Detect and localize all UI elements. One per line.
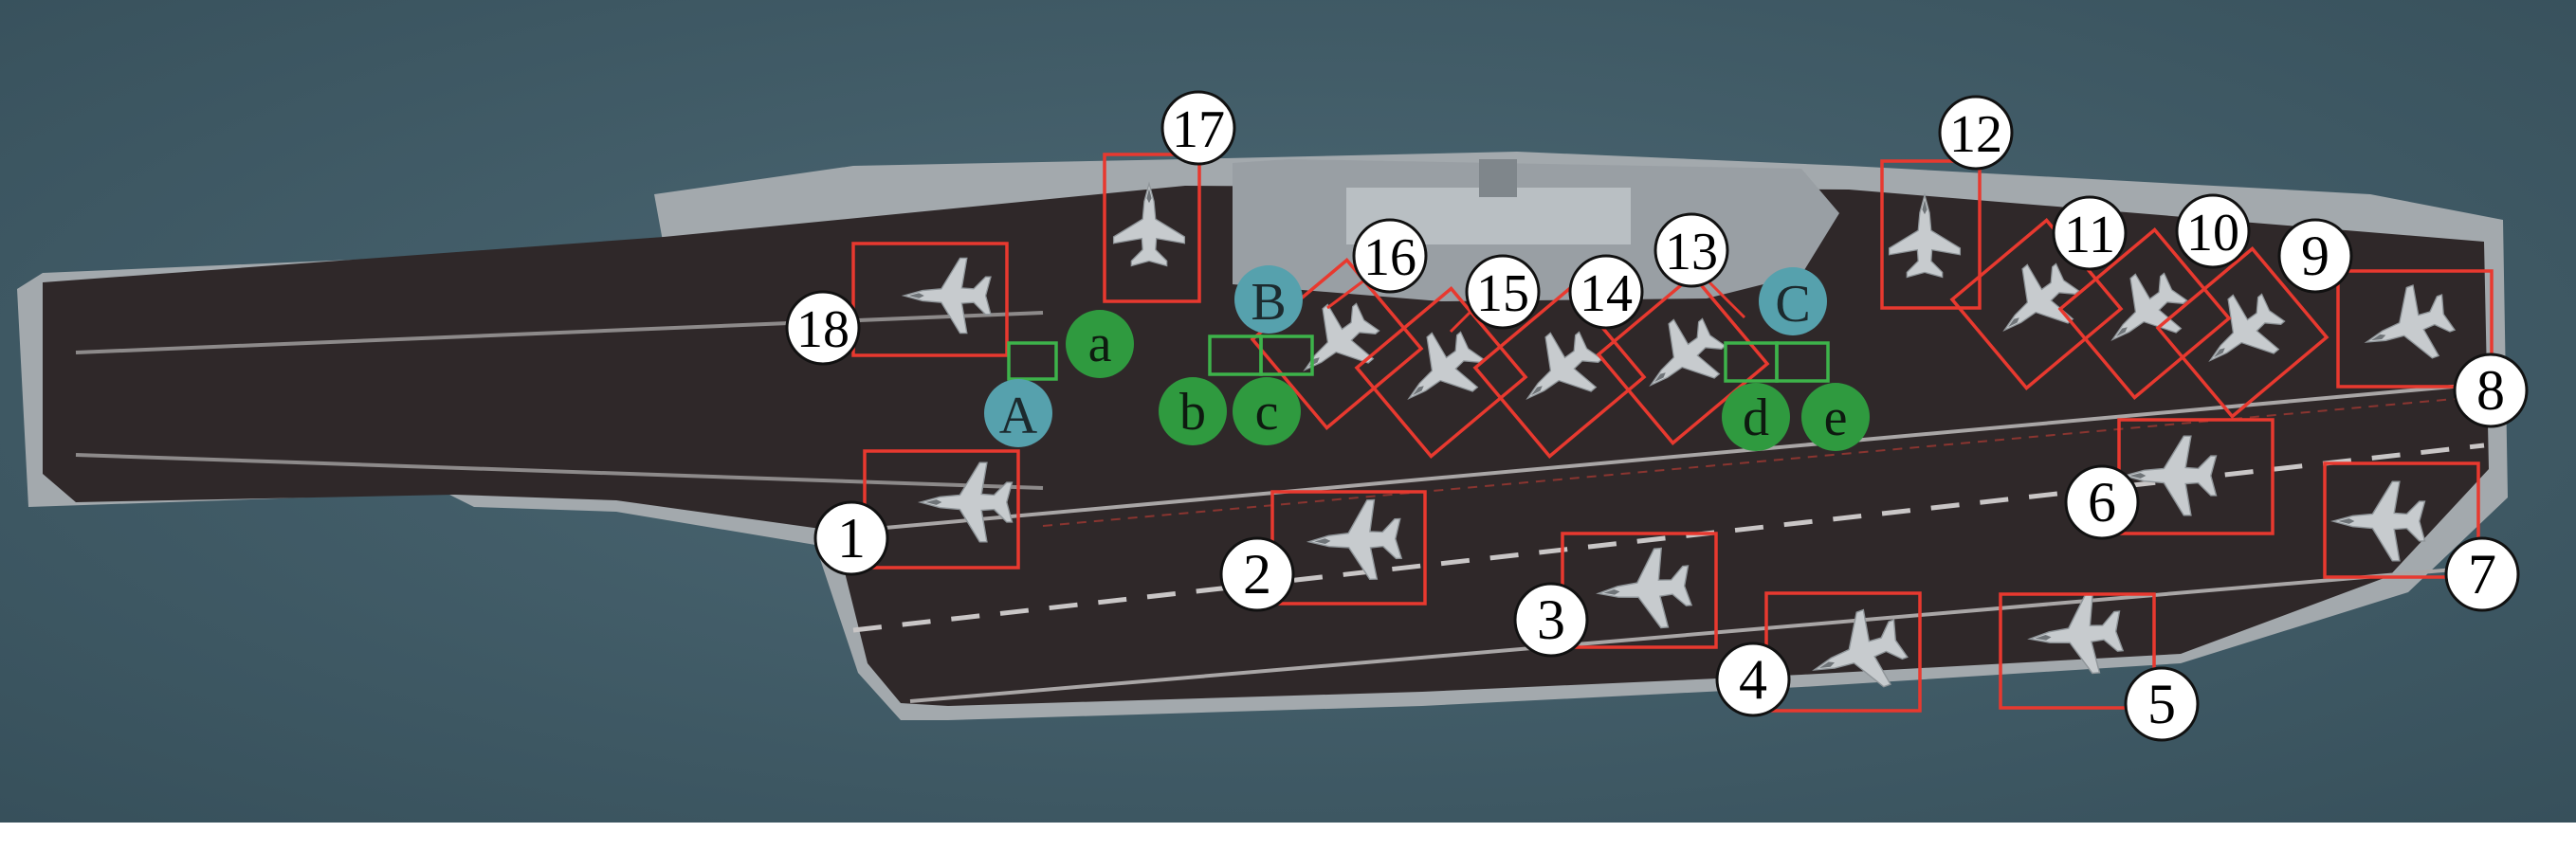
- parking-box-14: [1472, 286, 1647, 459]
- callout-7: 7: [2444, 536, 2520, 612]
- device-boxes: [1007, 335, 1830, 383]
- station-marker-a: A: [984, 379, 1052, 447]
- callout-15: 15: [1465, 254, 1541, 330]
- aircraft-callouts: 1 2 3 4 5 6 7 8 9 10 11 12 13 14 15 16 1…: [785, 90, 2529, 742]
- callout-11-label: 11: [2064, 206, 2115, 264]
- callout-16: 16: [1352, 218, 1428, 294]
- device-marker-c-label: c: [1255, 383, 1279, 442]
- station-marker-b: B: [1234, 265, 1303, 334]
- callout-9-label: 9: [2301, 225, 2329, 287]
- device-marker-d-label: d: [1743, 389, 1769, 447]
- leader-lines: [1326, 278, 1746, 334]
- device-marker-a: a: [1066, 310, 1134, 378]
- callout-12: 12: [1938, 95, 2014, 171]
- callout-10: 10: [2175, 193, 2251, 269]
- device-marker-c: c: [1233, 377, 1301, 445]
- callout-13-label: 13: [1665, 223, 1718, 281]
- callout-1-label: 1: [837, 507, 866, 570]
- callout-2: 2: [1219, 536, 1295, 612]
- island-mast: [1479, 159, 1517, 197]
- callout-4-label: 4: [1739, 648, 1767, 711]
- callout-14: 14: [1568, 254, 1644, 330]
- device-marker-b-label: b: [1179, 383, 1206, 442]
- station-marker-a-label: A: [999, 387, 1038, 445]
- leader-line-15: [1449, 311, 1471, 334]
- callout-5-label: 5: [2147, 673, 2176, 735]
- leader-line-16: [1326, 278, 1366, 310]
- parking-box-12: [1880, 159, 1982, 310]
- flight-deck: [43, 186, 2489, 706]
- parking-box-17: [1103, 153, 1201, 303]
- callout-3-label: 3: [1537, 588, 1565, 651]
- angled-deck-line-3: [852, 382, 2485, 533]
- device-marker-a-label: a: [1088, 315, 1112, 373]
- device-marker-b: b: [1159, 377, 1227, 445]
- station-marker-b-label: B: [1251, 273, 1286, 332]
- callout-7-label: 7: [2468, 543, 2496, 606]
- device-box-e: [1775, 341, 1830, 383]
- callout-16-label: 16: [1363, 228, 1416, 287]
- callout-4: 4: [1715, 642, 1791, 717]
- callout-14-label: 14: [1580, 264, 1633, 323]
- parking-box-13: [1596, 273, 1770, 445]
- device-marker-e: e: [1801, 383, 1870, 451]
- parking-box-18: [851, 242, 1009, 357]
- leader-line-13: [1705, 278, 1746, 319]
- bottom-margin: [0, 823, 2576, 845]
- station-marker-c-label: C: [1775, 275, 1810, 334]
- device-marker-e-label: e: [1824, 389, 1848, 447]
- parking-box-10: [2057, 227, 2232, 400]
- callout-6: 6: [2064, 464, 2140, 540]
- callout-8: 8: [2453, 353, 2529, 428]
- callout-18: 18: [785, 290, 861, 366]
- device-markers: a b c d e: [1066, 310, 1870, 451]
- device-box-a: [1007, 341, 1058, 381]
- device-box-c: [1259, 335, 1314, 376]
- callout-17: 17: [1160, 90, 1236, 166]
- deck-centerline-1: [75, 311, 1044, 354]
- angled-deck-line-2: [909, 567, 2466, 703]
- callout-6-label: 6: [2088, 471, 2116, 534]
- deck-centerline-2: [75, 453, 1044, 490]
- station-markers: A B C: [984, 265, 1827, 447]
- parking-box-8: [2336, 269, 2494, 389]
- callout-12-label: 12: [1949, 105, 2002, 164]
- callout-15-label: 15: [1476, 264, 1529, 323]
- callout-17-label: 17: [1172, 100, 1225, 159]
- callout-8-label: 8: [2476, 359, 2505, 422]
- device-marker-d: d: [1722, 383, 1790, 451]
- parking-box-7: [2323, 461, 2480, 579]
- callout-10-label: 10: [2186, 204, 2239, 262]
- callout-2-label: 2: [1243, 543, 1271, 606]
- callout-1: 1: [813, 500, 889, 576]
- callout-3: 3: [1513, 582, 1589, 658]
- station-marker-c: C: [1759, 267, 1827, 335]
- callout-5: 5: [2124, 666, 2200, 742]
- callout-18-label: 18: [796, 300, 850, 359]
- callout-11: 11: [2052, 195, 2128, 271]
- callout-9: 9: [2277, 218, 2353, 294]
- callout-13: 13: [1653, 212, 1729, 288]
- parking-box-5: [1999, 592, 2156, 710]
- angled-deck-line-1: [852, 443, 2485, 633]
